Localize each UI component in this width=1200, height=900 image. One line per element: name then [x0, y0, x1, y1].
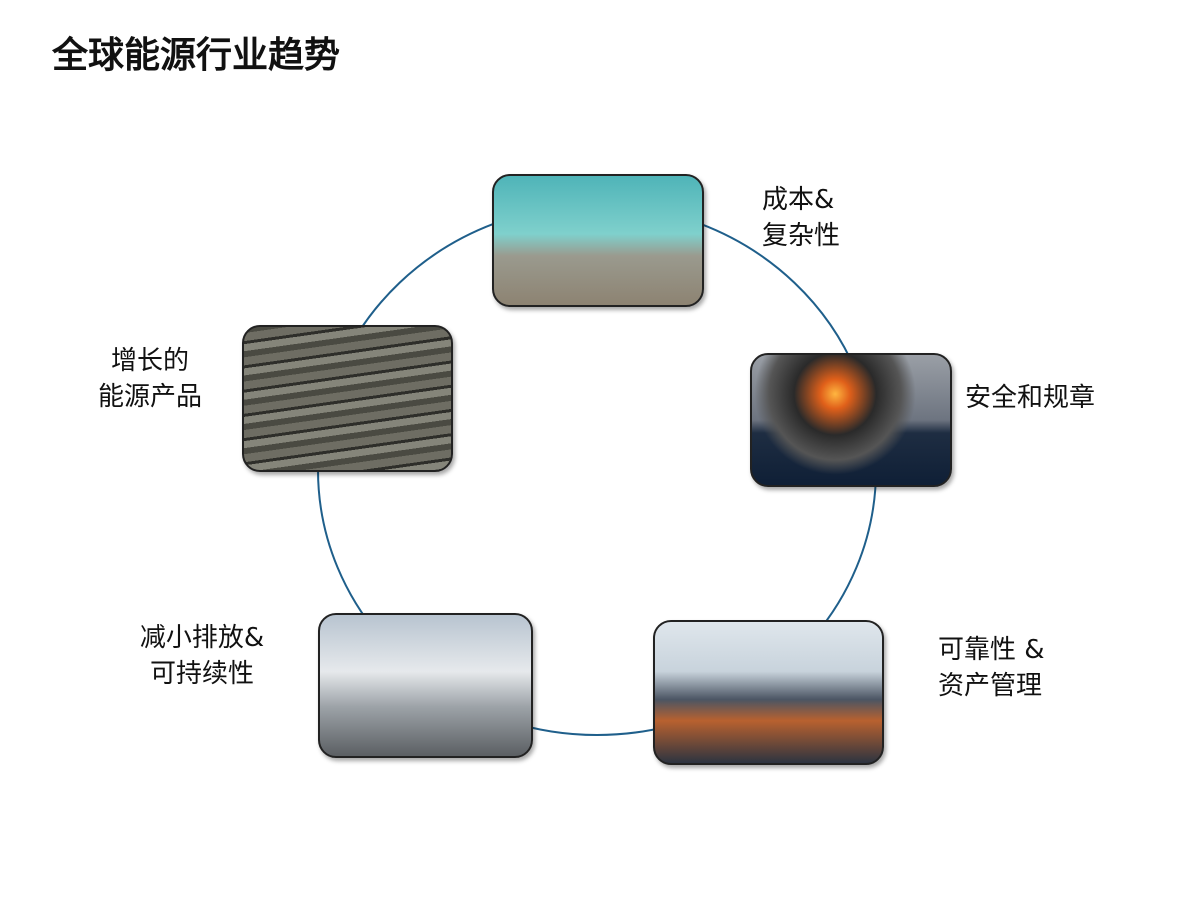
- label-growing-energy: 增长的 能源产品: [97, 346, 202, 412]
- label-cost-complexity: 成本& 复杂性: [762, 185, 841, 251]
- label-safety-regulation: 安全和规章: [965, 383, 1096, 413]
- image-smokestacks: [318, 613, 533, 758]
- image-offshore-rig-fire: [750, 353, 952, 487]
- slide-title: 全球能源行业趋势: [52, 34, 341, 76]
- image-refinery: [653, 620, 884, 765]
- image-subsea-oil-field: [492, 174, 704, 307]
- label-reliability-asset: 可靠性 & 资产管理: [938, 635, 1045, 701]
- label-emissions-sustainability: 减小排放& 可持续性: [139, 623, 265, 689]
- image-shale-rock: [242, 325, 453, 472]
